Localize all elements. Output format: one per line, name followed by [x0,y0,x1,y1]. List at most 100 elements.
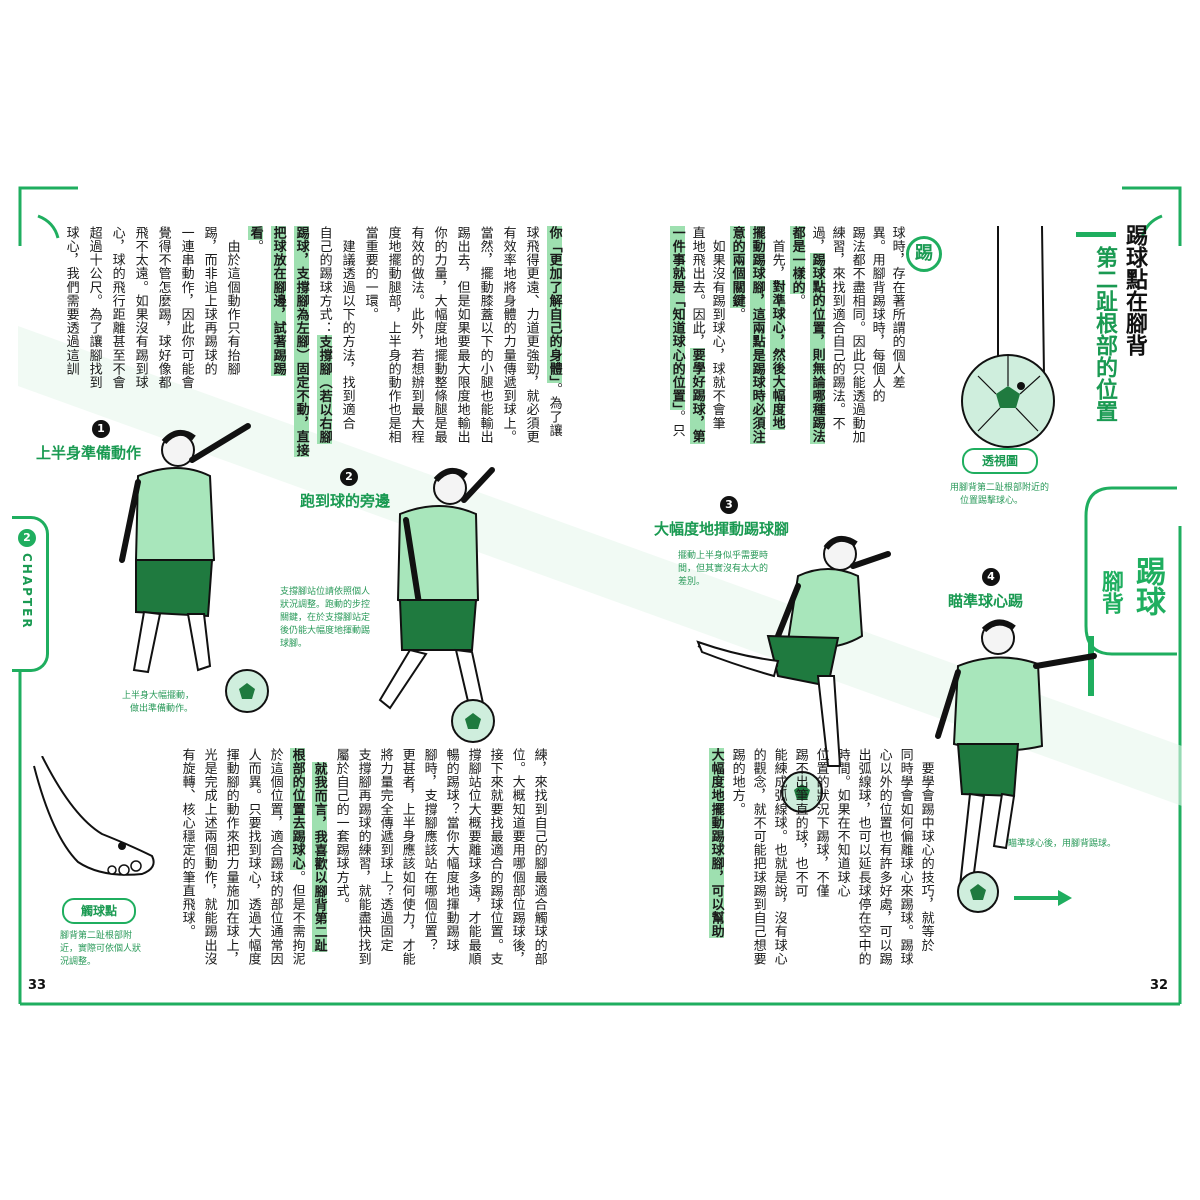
text-column: 擺動踢球腳，這兩點是踢球時必須注 [749,226,765,444]
ball-icon [781,771,823,813]
text-column: 異。用腳背踢球時，每個人的 [869,226,885,403]
text-column: 大幅度地擺動踢球腳，可以幫助 [708,748,724,939]
right-upper-text: 球時，存在著所謂的個人差異。用腳背踢球時，每個人的踢法都不盡相同。因此只能透過動… [668,226,908,476]
section-bracket [1084,486,1177,656]
text-column: 出弧線球，也可以延長球停在空中的 [855,748,871,966]
step2-note-3: 關鍵，在於支撐腳站定 [280,613,371,623]
text-column: 度地擺動腿部，上半身的動作也是相 [385,226,401,444]
xray-label: 透視圖 [962,448,1038,474]
text-column: 踢不出筆直的球，也不可 [792,748,808,898]
text-column: 撐腳站位大概要離球多遠，才能最順 [465,748,481,966]
contact-note-3: 況調整。 [60,957,97,967]
text-column: 球時，存在著所謂的個人差 [889,226,905,390]
step3-note-1: 擺動上半身似乎需要時 [678,551,769,561]
text-column: 將力量完全傳遞到球上？透過固定 [377,748,393,952]
page-number-left: 33 [28,978,47,993]
text-column: 自己的踢球方式：支撐腳（若以右腳 [316,226,332,444]
text-column: 踢出去，但是如果要最大限度地輸出 [454,226,470,444]
step4-note: 瞄準球心後，用腳背踢球。 [1008,839,1117,849]
text-column: 暢的踢球？當你大幅度地揮動踢球 [443,748,459,952]
text-column: 踢球，支撐腳為左腳）固定不動，直接 [293,226,309,458]
text-column: 看。 [247,226,263,254]
text-column: 心，球的飛行距離甚至不會 [109,226,125,390]
text-column: 腳時，支撐腳應該站在哪個位置？ [421,748,437,952]
text-column: 根部的位置去踢球心。但是不需拘泥 [289,748,305,966]
text-column: 時間。如果在不知道球心 [834,748,850,898]
step2-note-4: 後仍能大幅度地揮動踢 [280,626,371,636]
text-column: 踢法都不盡相同。因此只能透過動加 [849,226,865,444]
player-ready-illustration [119,423,251,674]
xray-note-2: 位置踢擊球心。 [960,496,1024,506]
step-number-4: 4 [982,568,1000,586]
step4-label: 瞄準球心踢 [948,592,1024,610]
text-column: 球心，我們需要透過這訓 [63,226,79,376]
text-column: 覺得不管怎麼踢，球好像都 [155,226,171,390]
ball-icon [957,871,999,913]
text-column: 有旋轉、核心穩定的筆直飛球。 [179,748,195,939]
text-column: 一件事就是「知道球心的位置」。只 [669,226,685,438]
text-column: 建議透過以下的方法，找到適合 [339,226,355,430]
text-column: 有效的做法。此外，若想辦到最大程 [408,226,424,444]
text-column: 由於這個動作只有抬腳 [224,226,240,376]
text-column: 位置的狀況下踢球，不僅 [813,748,829,898]
ball-icon [225,669,269,713]
step1-note-2: 做出準備動作。 [130,704,194,714]
text-column: 你「更加了解自己的身體」。為了讓 [546,226,562,438]
arrow-right-icon [1014,890,1072,906]
text-column: 如果沒有踢到球心，球就不會筆 [709,226,725,430]
text-column: 有效率地將身體的力量傳遞到球上。 [500,226,516,444]
text-column: 人而異。只要找到球心，透過大幅度 [245,748,261,966]
xray-note-1: 用腳背第二趾根部附近的 [950,483,1050,493]
text-column: 都是一樣的。 [789,226,805,308]
player-aim-illustration [935,619,1097,890]
step1-note-1: 上半身大幅擺動， [122,691,195,701]
text-column: 過，踢球點的位置，則無論哪種踢法 [809,226,825,444]
ball-icon [451,699,495,743]
contact-point-label: 觸球點 [62,898,136,924]
step2-label: 跑到球的旁邊 [300,492,391,510]
step3-note-3: 差別。 [678,577,706,587]
text-column: 把球放在腳邊，試著踢踢 [270,226,286,376]
section-sublabel: 腳背 [1098,570,1123,614]
foot-xray-illustration [961,226,1055,448]
text-column: 練，來找到自己的腳最適合觸球的部 [531,748,547,966]
step1-label: 上半身準備動作 [36,444,142,462]
step-number-1: 1 [92,420,110,438]
text-column: 同時學會如何偏離球心來踢球。踢球 [897,748,913,966]
text-column: 意的兩個關鍵。 [729,226,745,322]
step3-note-2: 間，但其實沒有太大的 [678,564,769,574]
text-column: 能練成弧線球。也就是說，沒有球心 [771,748,787,966]
text-column: 支撐腳再踢球的練習，就能盡快找到 [355,748,371,966]
text-column: 首先，對準球心，然後大幅度地 [769,226,785,431]
text-column: 於這個位置，適合踢球的部位通常因 [267,748,283,966]
step2-note-2: 狀況調整。跑動的步控 [280,600,371,610]
chapter-number: 2 [18,529,36,547]
text-column: 踢的地方。 [729,748,745,816]
page-number-right: 32 [1150,978,1169,993]
text-column: 屬於自己的一套踢球方式。 [333,748,349,912]
book-spread: CHAPTER 2 踢球點在腳背 第二趾根部的位置 踢球 腳背 踢 球時，存在著… [12,186,1182,1006]
step2-note-5: 球腳。 [280,639,308,649]
drop-cap-char: 踢 [915,243,933,264]
text-column: 要學會踢中球心的技巧，就等於 [918,748,934,952]
chapter-label: CHAPTER [20,553,34,630]
step2-note-1: 支撐腳站位請依照個人 [280,587,371,597]
section-label: 踢球 [1130,556,1165,616]
text-column: 揮動腳的動作來把力量施加在球上， [223,748,239,966]
left-lower-text: 練，來找到自己的腳最適合觸球的部位。大概知道要用哪個部位踢球後，接下來就要找最適… [172,748,552,978]
chapter-tab: CHAPTER 2 [12,516,49,672]
text-column: 飛不太遠。如果沒有踢到球 [132,226,148,390]
text-column: 你的力量，大幅度地擺動整條腿是最 [431,226,447,444]
step-number-2: 2 [340,468,358,486]
text-column: 光是完成上述兩個動作，就能踢出沒 [201,748,217,966]
contact-note-1: 腳背第二趾根部附 [60,931,133,941]
step3-label: 大幅度地揮動踢球腳 [654,520,790,538]
step-number-3: 3 [720,496,738,514]
text-column: 的觀念，就不可能把球踢到自己想要 [750,748,766,966]
text-column: 一連串動作，因此你可能會 [178,226,194,390]
player-kick-illustration [696,535,891,767]
page-title: 踢球點在腳背 [1122,224,1147,356]
section-underline [1088,636,1094,696]
drop-cap: 踢 [906,236,942,272]
text-column: 超過十公尺。為了讓腳找到 [86,226,102,390]
